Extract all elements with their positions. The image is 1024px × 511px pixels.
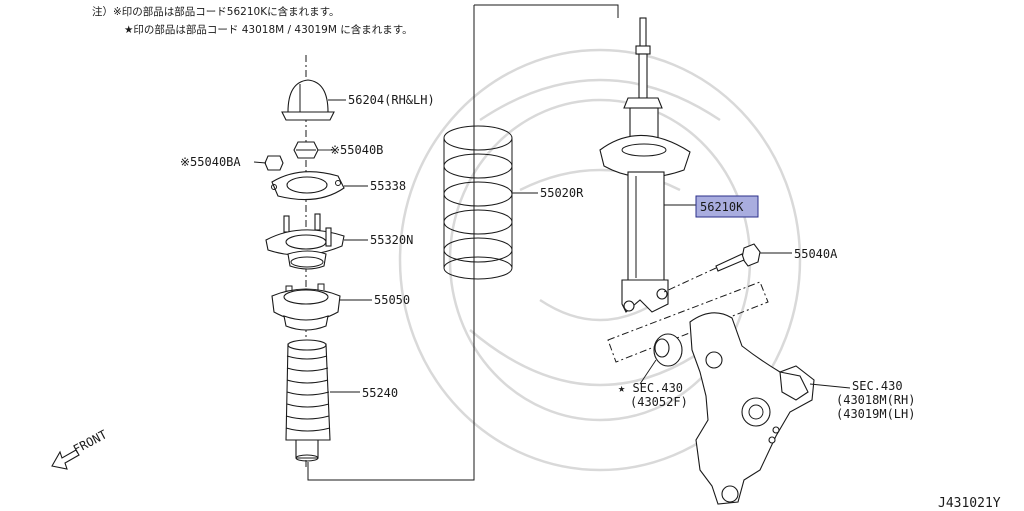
label-sec430-right-1[interactable]: SEC.430 — [852, 379, 903, 393]
part-55050-seat[interactable] — [271, 283, 341, 331]
part-56210k-strut[interactable] — [599, 17, 691, 313]
label-sec430-right-2[interactable]: (43018M(RH) — [836, 393, 915, 407]
part-55020r-spring[interactable] — [443, 125, 513, 280]
bolt-axis-line — [663, 267, 717, 293]
bracket-left-line — [307, 5, 475, 481]
label-56210k[interactable]: 56210K — [700, 200, 744, 214]
label-55040b[interactable]: ※55040B — [330, 143, 383, 157]
part-56204-cap[interactable] — [281, 79, 335, 121]
part-55040b-nut[interactable] — [293, 141, 319, 159]
diagram-id: J431021Y — [938, 496, 1001, 511]
front-label: FRONT — [71, 427, 109, 456]
part-55240-boot[interactable] — [285, 339, 331, 462]
label-55320n[interactable]: 55320N — [370, 233, 413, 247]
reference-box — [607, 281, 769, 363]
label-55050[interactable]: 55050 — [374, 293, 410, 307]
note-line-2: ★印の部品は部品コード 43018M / 43019M に含まれます。 — [124, 23, 413, 36]
label-sec430-right-3[interactable]: (43019M(LH) — [836, 407, 915, 421]
note-line-1: 注）※印の部品は部品コード56210Kに含まれます。 — [92, 5, 340, 18]
label-sec430-left-1[interactable]: ★ SEC.430 — [618, 381, 683, 395]
label-55040a[interactable]: 55040A — [794, 247, 838, 261]
leader-43052f — [639, 359, 657, 385]
label-56204[interactable]: 56204(RH&LH) — [348, 93, 435, 107]
part-55338-plate[interactable] — [271, 171, 345, 201]
part-55320n-mount[interactable] — [265, 213, 345, 270]
bracket-top-line — [474, 4, 619, 18]
part-43052f-bushing[interactable] — [653, 333, 683, 367]
leader-55040ba — [253, 161, 267, 164]
label-55040ba[interactable]: ※55040BA — [180, 155, 241, 169]
part-knuckle[interactable] — [689, 312, 815, 505]
label-55338[interactable]: 55338 — [370, 179, 406, 193]
part-55040a-bolt[interactable] — [715, 243, 761, 272]
front-arrow-icon — [51, 449, 80, 470]
label-sec430-left-2[interactable]: (43052F) — [630, 395, 688, 409]
leader-knuckle — [809, 383, 851, 389]
label-55020r[interactable]: 55020R — [540, 186, 584, 200]
label-55240[interactable]: 55240 — [362, 386, 398, 400]
highlight-56210k — [695, 195, 759, 218]
part-55040ba-nut[interactable] — [264, 155, 284, 171]
